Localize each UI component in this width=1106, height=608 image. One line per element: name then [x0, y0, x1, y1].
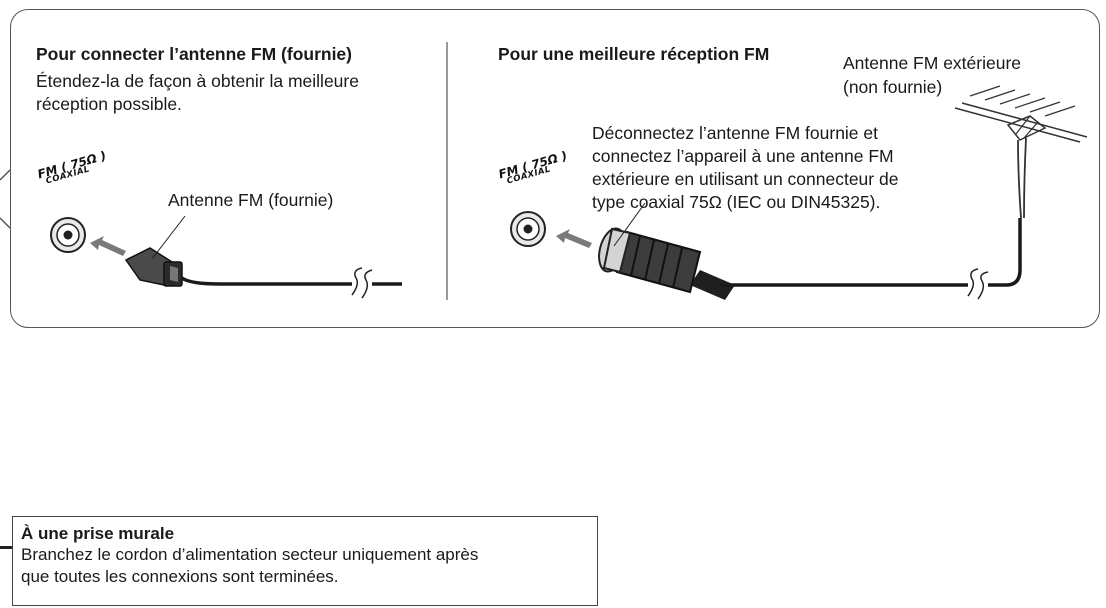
note-marker	[0, 546, 12, 549]
outdoor-antenna-icon	[954, 85, 1088, 232]
left-section-text-line2: réception possible.	[36, 94, 182, 114]
left-antenna-wire	[180, 267, 402, 299]
left-section-title: Pour connecter l’antenne FM (fournie)	[36, 44, 352, 64]
section-divider	[446, 42, 448, 300]
instruction-callout	[613, 202, 646, 247]
antenna-connection-panel	[10, 9, 1100, 328]
wall-outlet-title: À une prise murale	[21, 524, 175, 543]
wall-outlet-note: À une prise murale Branchez le cordon d’…	[12, 516, 598, 606]
left-section-text-line1: Étendez-la de façon à obtenir la meilleu…	[36, 71, 359, 91]
outdoor-antenna-label-line1: Antenne FM extérieure	[843, 53, 1022, 73]
right-section-text-line4: type coaxial 75Ω (IEC ou DIN45325).	[592, 192, 881, 212]
outdoor-antenna-cable	[720, 232, 1022, 300]
left-coaxial-jack-icon	[50, 217, 86, 253]
wall-outlet-text-line1: Branchez le cordon d’alimentation secteu…	[21, 545, 479, 564]
coaxial-connector-icon	[598, 227, 735, 300]
right-section-text-line2: connectez l’appareil à une antenne FM	[592, 146, 894, 166]
wall-outlet-text-line2: que toutes les connexions sont terminées…	[21, 567, 339, 586]
right-section-text-line3: extérieure en utilisant un connecteur de	[592, 169, 899, 189]
right-section-text-line1: Déconnectez l’antenne FM fournie et	[592, 123, 878, 143]
antenna-fm-supplied-callout	[151, 215, 186, 260]
antenna-fm-supplied-label: Antenne FM (fournie)	[168, 190, 334, 210]
right-section-title: Pour une meilleure réception FM	[498, 44, 770, 64]
right-coaxial-jack-icon	[510, 211, 546, 247]
left-arrow-icon	[90, 236, 126, 256]
right-arrow-icon	[556, 229, 592, 248]
fm-antenna-plug-icon	[124, 247, 183, 287]
outdoor-antenna-label-line2: (non fournie)	[843, 77, 943, 97]
